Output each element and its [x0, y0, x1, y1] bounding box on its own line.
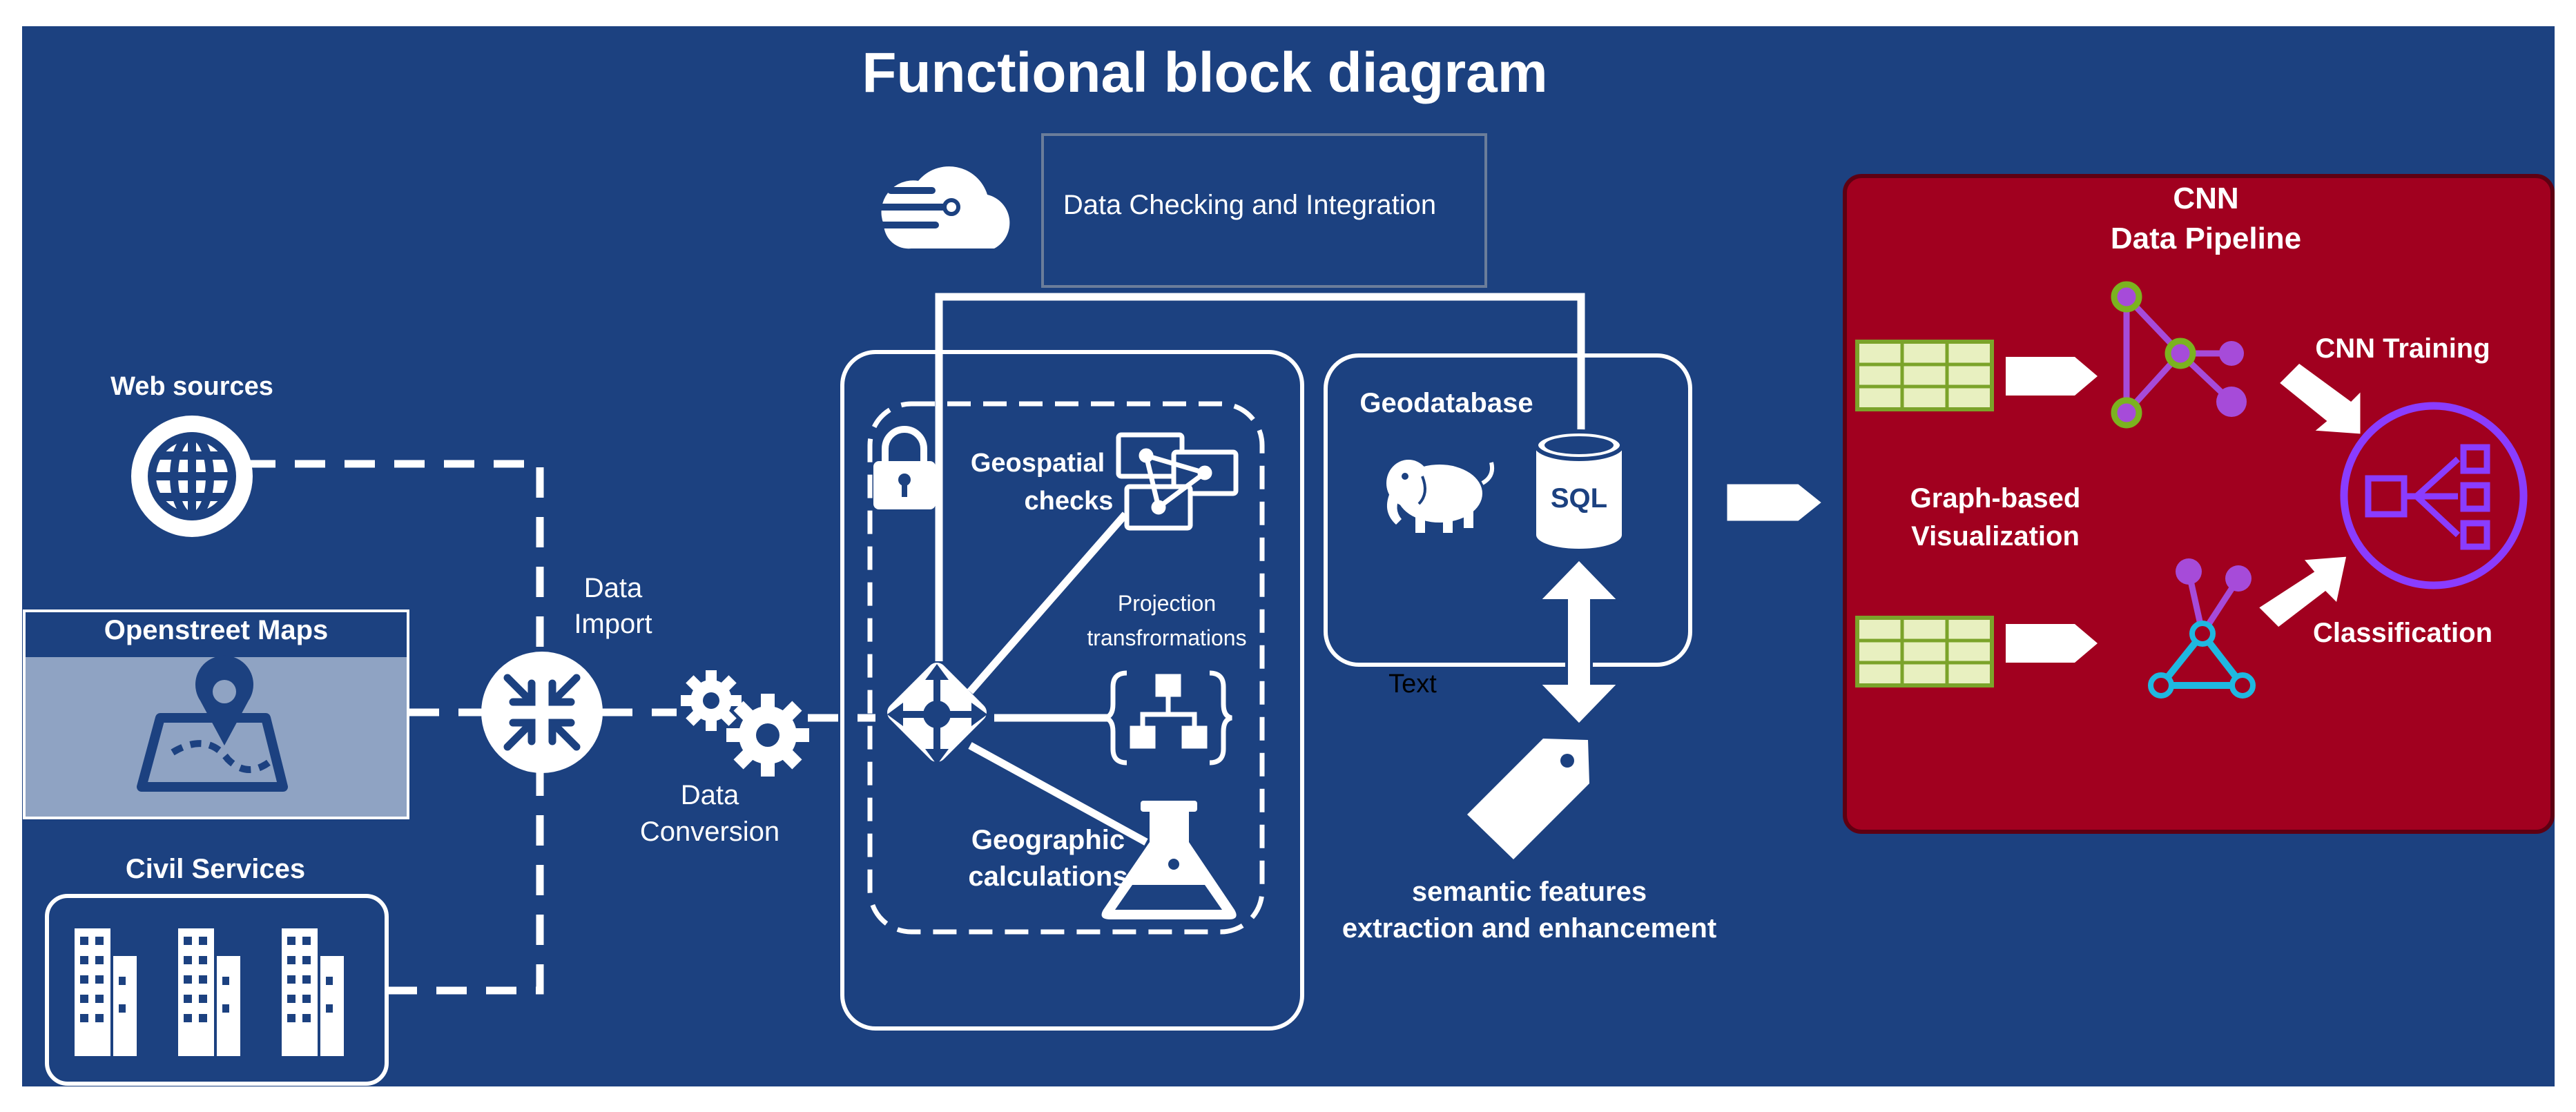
buildings-icon	[75, 928, 344, 1056]
data-conversion-label-line1: Data	[681, 780, 739, 810]
semantic-label-line1: semantic features	[1412, 877, 1647, 907]
cnn-pipeline-panel	[1843, 174, 2555, 834]
solid-connectors	[935, 293, 1585, 846]
data-checking-box	[1041, 133, 1487, 288]
projection-label-line2: transfrormations	[1087, 625, 1246, 650]
text-label: Text	[1388, 670, 1437, 699]
sql-database-icon: SQL	[1534, 429, 1624, 549]
data-conversion-label-line2: Conversion	[640, 817, 779, 847]
diagram-title: Functional block diagram	[862, 41, 1547, 104]
routing-hub-icon	[887, 663, 987, 765]
civil-services-label: Civil Services	[126, 854, 305, 884]
training-arrow	[2276, 361, 2363, 436]
gears-icon	[681, 670, 809, 777]
flask-icon	[1101, 801, 1237, 919]
cloud-icon	[868, 166, 1010, 249]
table-icon-top	[1855, 340, 1994, 411]
web-sources-label: Web sources	[110, 372, 273, 401]
table-to-graph-arrow-bottom	[2006, 624, 2098, 663]
data-import-label-line2: Import	[574, 609, 652, 639]
sql-label: SQL	[1551, 483, 1607, 514]
pipeline-arrow	[1725, 482, 1825, 523]
double-arrow-icon	[1536, 557, 1623, 727]
import-arrows-icon	[481, 652, 603, 773]
map-pin-icon	[137, 655, 288, 792]
hub-to-calculations-line	[968, 742, 1148, 846]
calculations-label-line2: calculations	[968, 861, 1127, 892]
data-checking-label: Data Checking and Integration	[1063, 190, 1436, 220]
tag-icon	[1467, 739, 1589, 859]
cnn-training-label: CNN Training	[2315, 333, 2490, 364]
graph-icon-top	[2111, 281, 2247, 429]
projection-label-line1: Projection	[1118, 591, 1216, 616]
ml-model-icon	[2340, 402, 2528, 589]
data-import-label-line1: Data	[584, 573, 643, 603]
geodatabase-label: Geodatabase	[1359, 388, 1533, 418]
graph-visualization-label-line1: Graph-based	[1910, 483, 2081, 514]
openstreet-maps-label: Openstreet Maps	[104, 615, 329, 645]
integration-loop-line	[935, 293, 1585, 661]
hadoop-elephant-icon	[1386, 460, 1495, 533]
geospatial-label-line1: Geospatial	[971, 449, 1105, 478]
classification-arrow	[2256, 554, 2349, 630]
graph-icon-bottom	[2148, 558, 2256, 699]
geospatial-label-line2: checks	[1025, 487, 1114, 516]
processing-box	[840, 350, 1304, 1031]
globe-icon	[131, 416, 253, 537]
table-icon-bottom	[1855, 616, 1994, 687]
processing-inner-dashed-box	[867, 401, 1265, 935]
projection-transform-icon	[1104, 670, 1232, 765]
geodatabase-box	[1324, 353, 1692, 667]
lock-icon	[873, 426, 936, 509]
calculations-label-line1: Geographic	[971, 825, 1125, 855]
classification-label: Classification	[2313, 618, 2492, 648]
cnn-title-line2: Data Pipeline	[2111, 222, 2301, 255]
cnn-title-line1: CNN	[2173, 182, 2238, 215]
table-to-graph-arrow-top	[2006, 357, 2098, 396]
semantic-label-line2: extraction and enhancement	[1342, 913, 1716, 944]
geospatial-checks-icon	[1116, 432, 1239, 531]
graph-visualization-label-line2: Visualization	[1911, 521, 2080, 552]
hub-to-geospatial-line	[967, 511, 1129, 694]
